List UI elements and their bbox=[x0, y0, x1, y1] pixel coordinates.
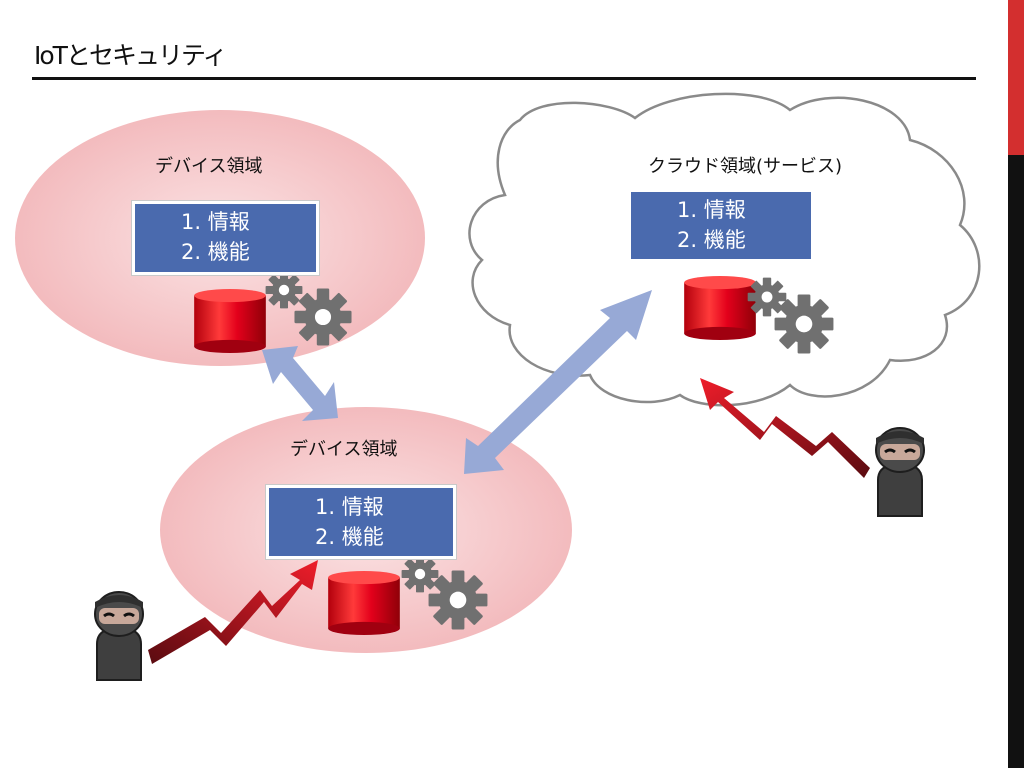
attacker-icon bbox=[874, 426, 926, 518]
side-accent-bar bbox=[1008, 0, 1024, 155]
device-region-top-label: デバイス領域 bbox=[155, 156, 263, 177]
info-item: 1. 情報 bbox=[677, 198, 746, 222]
cloud-info-box: 1. 情報 2. 機能 bbox=[631, 192, 811, 259]
attack-arrow-icon bbox=[148, 560, 318, 664]
gear-icon bbox=[265, 271, 303, 309]
device-bottom-info-box: 1. 情報 2. 機能 bbox=[265, 484, 457, 560]
attacker-icon bbox=[93, 590, 145, 682]
gear-icon bbox=[774, 294, 834, 354]
info-item: 1. 情報 bbox=[315, 495, 384, 519]
function-item: 2. 機能 bbox=[677, 228, 746, 252]
slide-title: IoTとセキュリティ bbox=[34, 41, 227, 70]
database-icon bbox=[684, 275, 756, 341]
database-icon bbox=[194, 288, 266, 354]
database-icon bbox=[328, 570, 400, 636]
gear-icon bbox=[294, 288, 352, 346]
gear-icon bbox=[747, 277, 787, 317]
attack-arrow-icon bbox=[700, 378, 870, 478]
gear-icon bbox=[428, 570, 488, 630]
function-item: 2. 機能 bbox=[315, 525, 384, 549]
bidirectional-arrow-icon bbox=[262, 346, 338, 421]
device-region-bottom-label: デバイス領域 bbox=[290, 439, 398, 460]
cloud-region-label: クラウド領域(サービス) bbox=[648, 156, 843, 177]
title-divider bbox=[32, 77, 976, 80]
info-item: 1. 情報 bbox=[181, 210, 250, 234]
bidirectional-arrow-icon bbox=[464, 290, 652, 474]
gear-icon bbox=[401, 555, 439, 593]
side-dark-bar bbox=[1008, 155, 1024, 768]
device-top-info-box: 1. 情報 2. 機能 bbox=[131, 200, 320, 276]
function-item: 2. 機能 bbox=[181, 240, 250, 264]
